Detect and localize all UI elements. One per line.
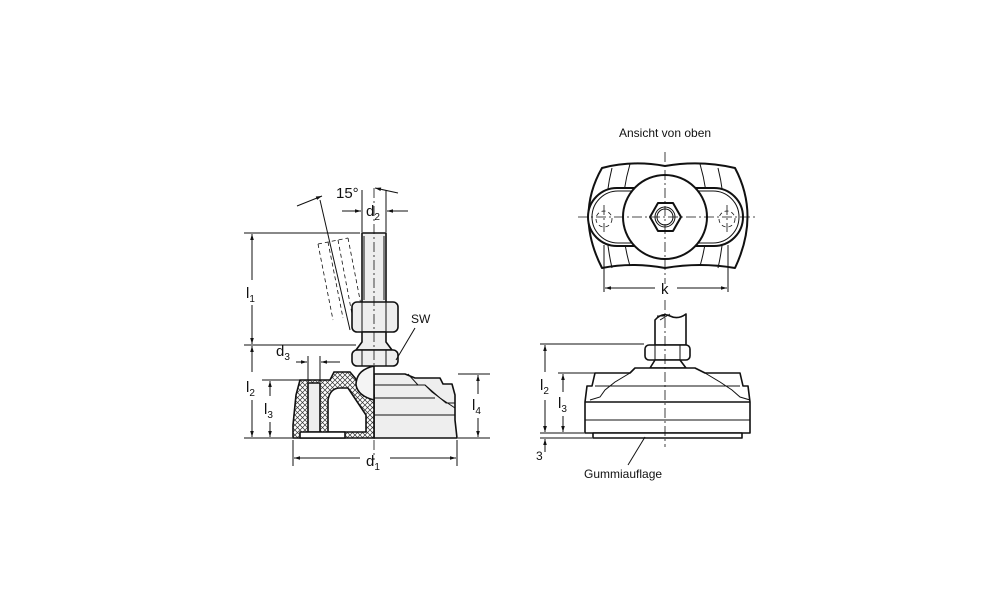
l4-label: l4 bbox=[472, 397, 481, 417]
tilt-axis-line bbox=[319, 199, 351, 331]
tilted-stud-ghost bbox=[317, 237, 363, 321]
angle-arrow bbox=[296, 195, 323, 207]
side-l2-label: l2 bbox=[540, 377, 549, 397]
l2-label: l2 bbox=[246, 379, 255, 399]
d2-label: d2 bbox=[366, 203, 380, 223]
base-right-half bbox=[373, 373, 458, 439]
rubber-pad-label: Gummiauflage bbox=[584, 467, 662, 481]
k-label: k bbox=[661, 281, 669, 298]
hex-collar bbox=[351, 349, 399, 367]
angle-label: 15° bbox=[336, 185, 359, 202]
base-left-section bbox=[292, 371, 375, 439]
sw-leader bbox=[395, 327, 416, 361]
top-view-title: Ansicht von oben bbox=[619, 126, 711, 140]
leveling-foot-section-view: 15° d2 l1 l2 l3 l4 d3 SW d1 bbox=[244, 185, 490, 473]
rubber-leader bbox=[627, 436, 646, 466]
ball-joint bbox=[355, 365, 375, 401]
d1-label: d1 bbox=[366, 453, 380, 473]
lock-nut bbox=[351, 301, 399, 333]
rubber-thickness-label: 3 bbox=[536, 449, 543, 463]
top-view: Ansicht von oben k bbox=[578, 126, 755, 298]
l1-label: l1 bbox=[246, 285, 255, 305]
l3-label: l3 bbox=[264, 401, 273, 421]
side-l3-label: l3 bbox=[558, 395, 567, 415]
side-view: l2 l3 3 Gummiauflage bbox=[536, 300, 751, 481]
d3-label: d3 bbox=[276, 343, 290, 363]
sw-label: SW bbox=[411, 312, 431, 326]
